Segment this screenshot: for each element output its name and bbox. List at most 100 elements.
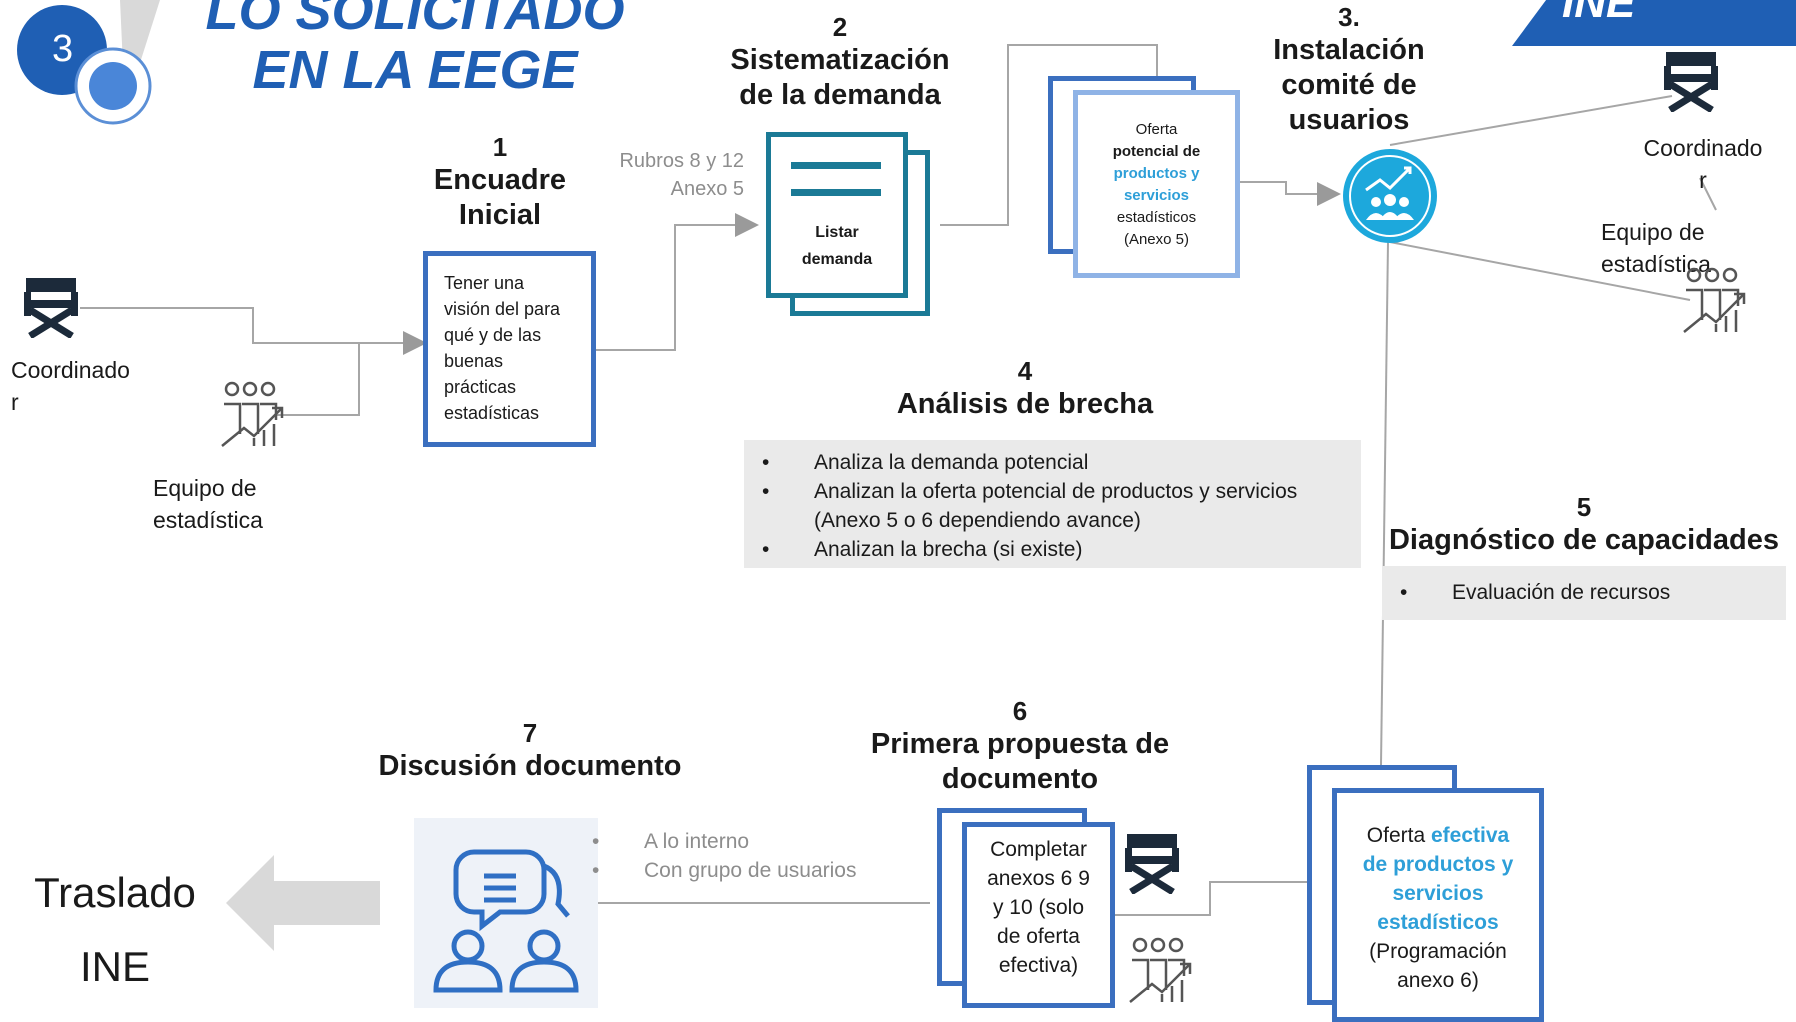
step3-header: 3. Instalación comité de usuarios xyxy=(1240,2,1458,137)
offer-effective-line6: anexo 6) xyxy=(1397,969,1479,992)
document-icon: Listar demanda xyxy=(766,132,908,298)
step6-box-line4: de oferta xyxy=(997,925,1080,948)
step6-box: Completar anexos 6 9 y 10 (solo de ofert… xyxy=(962,822,1115,1008)
left-coordinator-label: Coordinado r xyxy=(11,354,130,418)
step7-bullet-2: Con grupo de usuarios xyxy=(574,856,856,885)
offer-effective-box: Oferta efectiva de productos y servicios… xyxy=(1332,788,1544,1022)
step6-director-chair-icon xyxy=(1123,832,1181,899)
connector-committee-to-effective-offer xyxy=(1380,241,1389,766)
right-coordinator-line1: Coordinado xyxy=(1643,135,1763,161)
step2-title-line2: de la demanda xyxy=(739,78,941,111)
step4-header: 4 Análisis de brecha xyxy=(860,356,1190,422)
step3-title-line2: comité de xyxy=(1281,68,1417,101)
team-growth-icon xyxy=(218,380,290,455)
step1-title-line2: Inicial xyxy=(458,198,542,231)
step7-header: 7 Discusión documento xyxy=(360,718,700,784)
offer-effective-line4: estadísticos xyxy=(1377,911,1499,934)
step-badge: 3 xyxy=(0,0,160,130)
offer-potential-line1: Oferta xyxy=(1135,121,1178,138)
step6-box-line5: efectiva) xyxy=(998,954,1079,977)
step6-team-growth-icon xyxy=(1126,936,1198,1011)
offer-effective-line3: servicios xyxy=(1392,882,1484,905)
step5-title: Diagnóstico de capacidades xyxy=(1388,524,1779,556)
discussion-icon xyxy=(414,818,598,1008)
left-team-line2: estadística xyxy=(153,507,263,533)
step-badge-number: 3 xyxy=(52,28,74,70)
right-coordinator-label: Coordinado r xyxy=(1630,132,1776,196)
right-director-chair-icon xyxy=(1662,50,1720,117)
offer-effective-line1b: efectiva xyxy=(1430,824,1510,847)
offer-potential-line5: estadísticos xyxy=(1116,209,1197,226)
step2-title-line1: Sistematización xyxy=(730,44,950,76)
right-team-line1: Equipo de xyxy=(1601,219,1705,245)
step5-bullet-1: Evaluación de recursos xyxy=(1382,578,1786,607)
left-coordinator-line1: Coordinado xyxy=(11,357,130,383)
step5-panel: Evaluación de recursos xyxy=(1382,566,1786,620)
connector-effective-offer-to-step6 xyxy=(1115,881,1307,916)
step2-doc-label-line2: demanda xyxy=(801,251,873,268)
heading-line-2: EN LA EEGE xyxy=(252,40,578,101)
step3-title-line3: usuarios xyxy=(1288,103,1410,136)
offer-potential-line6: (Anexo 5) xyxy=(1123,231,1190,248)
step4-bullets: Analiza la demanda potencial Analizan la… xyxy=(744,440,1361,564)
step7-bullets: A lo interno Con grupo de usuarios xyxy=(574,827,856,885)
step4-bullet-3: Analizan la brecha (si existe) xyxy=(744,535,1361,564)
step5-header: 5 Diagnóstico de capacidades xyxy=(1372,492,1796,558)
step3-number: 3. xyxy=(1338,2,1360,32)
connector-committee-to-coordinator xyxy=(1389,95,1673,146)
step4-bullet-2: Analizan la oferta potencial de producto… xyxy=(744,477,1361,506)
step2-doc-label: Listar demanda xyxy=(771,219,903,273)
step6-title-line1: Primera propuesta de xyxy=(870,728,1170,760)
step4-number: 4 xyxy=(1017,356,1033,386)
connector-offer-to-committee xyxy=(1240,181,1341,206)
page-heading: LO SOLICITADO EN LA EEGE xyxy=(190,0,640,101)
heading-line-1: LO SOLICITADO xyxy=(205,0,625,41)
step1-title-line1: Encuadre xyxy=(433,164,567,196)
doc-line-2 xyxy=(791,189,881,196)
step1-box-text: Tener una visión del para qué y de las b… xyxy=(444,273,561,423)
step2-doc-label-line1: Listar xyxy=(815,224,859,241)
step5-number: 5 xyxy=(1576,492,1592,522)
step2-note-line2: Anexo 5 xyxy=(670,178,744,200)
offer-potential-box: Oferta potencial de productos y servicio… xyxy=(1073,90,1240,278)
step7-bullet-1: A lo interno xyxy=(574,827,856,856)
step1-box: Tener una visión del para qué y de las b… xyxy=(423,251,596,447)
step1-number: 1 xyxy=(492,132,508,162)
left-team-line1: Equipo de xyxy=(153,475,257,501)
left-coordinator-line2: r xyxy=(11,389,19,415)
offer-potential-line2: potencial de xyxy=(1112,143,1201,160)
step4-title: Análisis de brecha xyxy=(896,388,1154,420)
step7-number: 7 xyxy=(522,718,538,748)
offer-effective-line5: (Programación xyxy=(1369,940,1507,963)
corner-tab: INE xyxy=(1512,0,1796,46)
step2-note-line1: Rubros 8 y 12 xyxy=(619,150,744,172)
traslado-line2: INE xyxy=(79,943,150,990)
step6-box-line2: anexos 6 9 xyxy=(987,867,1090,890)
connector-step2-to-offer xyxy=(940,44,1158,226)
step3-title-line1: Instalación xyxy=(1273,34,1425,66)
offer-potential-line3: productos y xyxy=(1113,165,1200,182)
step5-bullets: Evaluación de recursos xyxy=(1382,566,1786,607)
right-coordinator-line2: r xyxy=(1699,167,1707,193)
user-committee-icon xyxy=(1340,146,1440,251)
corner-tab-label: INE xyxy=(1562,0,1636,27)
traslado-line1: Traslado xyxy=(34,869,196,916)
badge-graphic xyxy=(17,0,160,125)
right-team-line2: estadística xyxy=(1601,251,1711,277)
step4-panel: Analiza la demanda potencial Analizan la… xyxy=(744,440,1361,568)
offer-effective-line1a: Oferta xyxy=(1366,824,1431,847)
right-team-growth-icon xyxy=(1680,266,1752,341)
offer-effective-line1: Oferta efectiva xyxy=(1337,821,1539,850)
director-chair-icon xyxy=(22,276,80,343)
step4-bullet-2-cont: (Anexo 5 o 6 dependiendo avance) xyxy=(814,509,1141,532)
offer-potential-line4: servicios xyxy=(1123,187,1190,204)
traslado-label: Traslado INE xyxy=(20,856,210,1004)
step6-number: 6 xyxy=(1012,696,1028,726)
arrow-left-icon xyxy=(226,855,380,956)
step6-box-line3: y 10 (solo xyxy=(992,896,1085,919)
step2-note: Rubros 8 y 12 Anexo 5 xyxy=(590,147,744,203)
left-team-label: Equipo de estadística xyxy=(153,472,263,536)
doc-line-1 xyxy=(791,162,881,169)
offer-effective-line2: de productos y xyxy=(1362,853,1514,876)
